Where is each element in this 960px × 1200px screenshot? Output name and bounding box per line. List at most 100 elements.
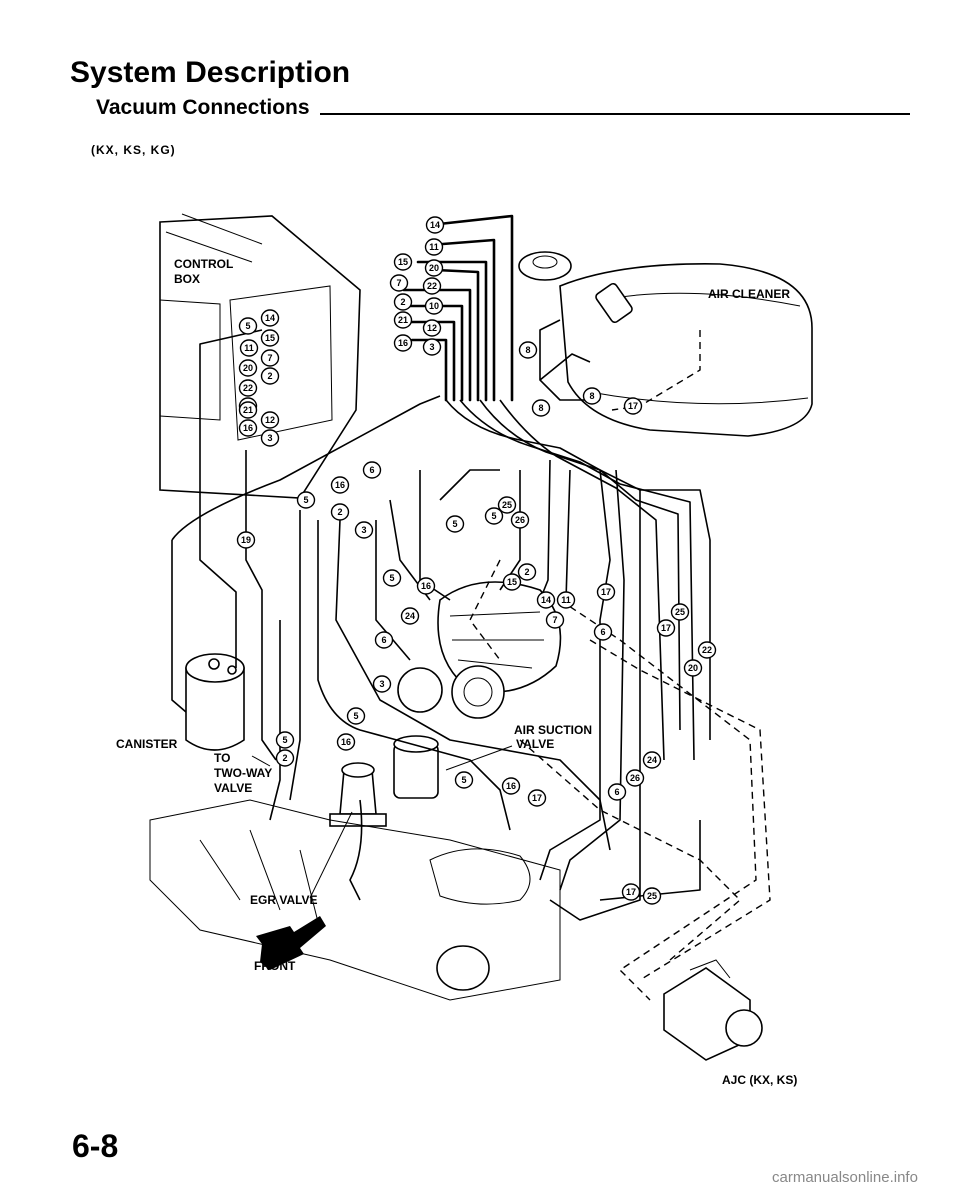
hose-badge: 12	[260, 411, 280, 429]
hose-badge-number: 12	[427, 323, 437, 333]
hose-badge: 14	[425, 216, 445, 234]
hose-badge-number: 2	[267, 371, 272, 381]
hose-badge-number: 10	[429, 301, 439, 311]
hose-badge: 7	[260, 349, 280, 367]
hose-badge: 14	[260, 309, 280, 327]
hose-badge-number: 7	[552, 615, 557, 625]
hose-badge-number: 15	[507, 577, 517, 587]
air-suction-valve-label: AIR SUCTION	[514, 723, 592, 737]
two-way-valve-label-2: TWO-WAY	[214, 766, 272, 780]
egr-valve-label: EGR VALVE	[250, 893, 318, 907]
hose-badge: 8	[518, 341, 538, 359]
hose-badge: 7	[389, 274, 409, 292]
hose-badge-number: 20	[688, 663, 698, 673]
hose-badge: 2	[330, 503, 350, 521]
hose-badge: 7	[545, 611, 565, 629]
hose-badge: 17	[596, 583, 616, 601]
hose-badge: 10	[424, 297, 444, 315]
hose-badge: 16	[501, 777, 521, 795]
hose-badge: 5	[275, 731, 295, 749]
hose-badge: 11	[424, 238, 444, 256]
hose-badge-number: 2	[337, 507, 342, 517]
hose-badge: 20	[424, 259, 444, 277]
hose-badge: 17	[621, 883, 641, 901]
hose-badge-number: 6	[369, 465, 374, 475]
hose-badge: 6	[374, 631, 394, 649]
hose-badge-number: 17	[661, 623, 671, 633]
air-cleaner	[559, 263, 813, 437]
model-codes: (KX, KS, KG)	[91, 143, 176, 157]
heading-rule	[320, 113, 910, 115]
hose-badge-number: 16	[335, 480, 345, 490]
hose-badge: 17	[623, 397, 643, 415]
leader-lines	[251, 745, 513, 899]
hose-badge-number: 20	[243, 363, 253, 373]
hose-badge: 19	[236, 531, 256, 549]
hose-badge-number: 22	[702, 645, 712, 655]
control-box	[159, 213, 361, 499]
hose-badge: 16	[238, 419, 258, 437]
carburetor	[397, 581, 562, 719]
hose-badge: 5	[346, 707, 366, 725]
hose-badge-number: 26	[515, 515, 525, 525]
hose-badge: 17	[527, 789, 547, 807]
hose-badge: 25	[670, 603, 690, 621]
hose-badge: 6	[607, 783, 627, 801]
hose-badge-number: 7	[267, 353, 272, 363]
hose-badge: 8	[531, 399, 551, 417]
hose-badge: 12	[422, 319, 442, 337]
hose-badge-number: 8	[589, 391, 594, 401]
hose-badge: 5	[445, 515, 465, 533]
hose-badge-number: 16	[506, 781, 516, 791]
hose-badge-number: 11	[244, 343, 254, 353]
hose-badge-number: 2	[282, 753, 287, 763]
hose-badge: 24	[642, 751, 662, 769]
hose-badge-number: 15	[398, 257, 408, 267]
hose-badge: 5	[382, 569, 402, 587]
hose-badge-number: 17	[628, 401, 638, 411]
air-suction-valve-label-2: VALVE	[516, 737, 554, 751]
control-box-label-2: BOX	[174, 272, 200, 286]
hose-badge: 11	[239, 339, 259, 357]
ajc-label: AJC (KX, KS)	[722, 1073, 797, 1087]
hose-badge-number: 5	[452, 519, 457, 529]
hose-badge-number: 14	[541, 595, 551, 605]
front-arrow-icon	[256, 916, 326, 970]
hose-badge-number: 15	[265, 333, 275, 343]
hose-badge-number: 6	[614, 787, 619, 797]
hose-badge: 8	[582, 387, 602, 405]
hose-badge: 3	[354, 521, 374, 539]
hose-badge-number: 25	[675, 607, 685, 617]
hose-badge-number: 5	[461, 775, 466, 785]
hose-badge-number: 17	[601, 587, 611, 597]
hose-number-badges: 1411152072221021121635141115207222162112…	[236, 216, 717, 905]
hose-badge-number: 5	[282, 735, 287, 745]
hose-badge-number: 12	[265, 415, 275, 425]
hose-badge-number: 3	[361, 525, 366, 535]
hose-badge-number: 14	[265, 313, 275, 323]
hose-badge-number: 14	[430, 220, 440, 230]
hose-badge: 6	[362, 461, 382, 479]
hose-badge: 14	[536, 591, 556, 609]
hose-badge-number: 3	[429, 342, 434, 352]
canister-label: CANISTER	[116, 737, 178, 751]
canister	[185, 653, 245, 751]
hose-badge-number: 5	[353, 711, 358, 721]
hose-badge: 16	[336, 733, 356, 751]
two-way-valve-label: TO	[214, 751, 230, 765]
section-subtitle: Vacuum Connections	[96, 96, 310, 119]
hose-badge: 15	[502, 573, 522, 591]
hose-badge: 3	[260, 429, 280, 447]
hose-badge-number: 6	[600, 627, 605, 637]
hose-badge: 15	[260, 329, 280, 347]
hose-badge: 5	[238, 317, 258, 335]
hose-badge: 16	[416, 577, 436, 595]
hose-badge: 26	[510, 511, 530, 529]
hose-badge-number: 25	[647, 891, 657, 901]
hose-badge: 22	[422, 277, 442, 295]
hose-badge: 21	[238, 401, 258, 419]
hose-bundle	[171, 214, 711, 921]
hose-badge-number: 6	[381, 635, 386, 645]
hose-badge: 5	[454, 771, 474, 789]
